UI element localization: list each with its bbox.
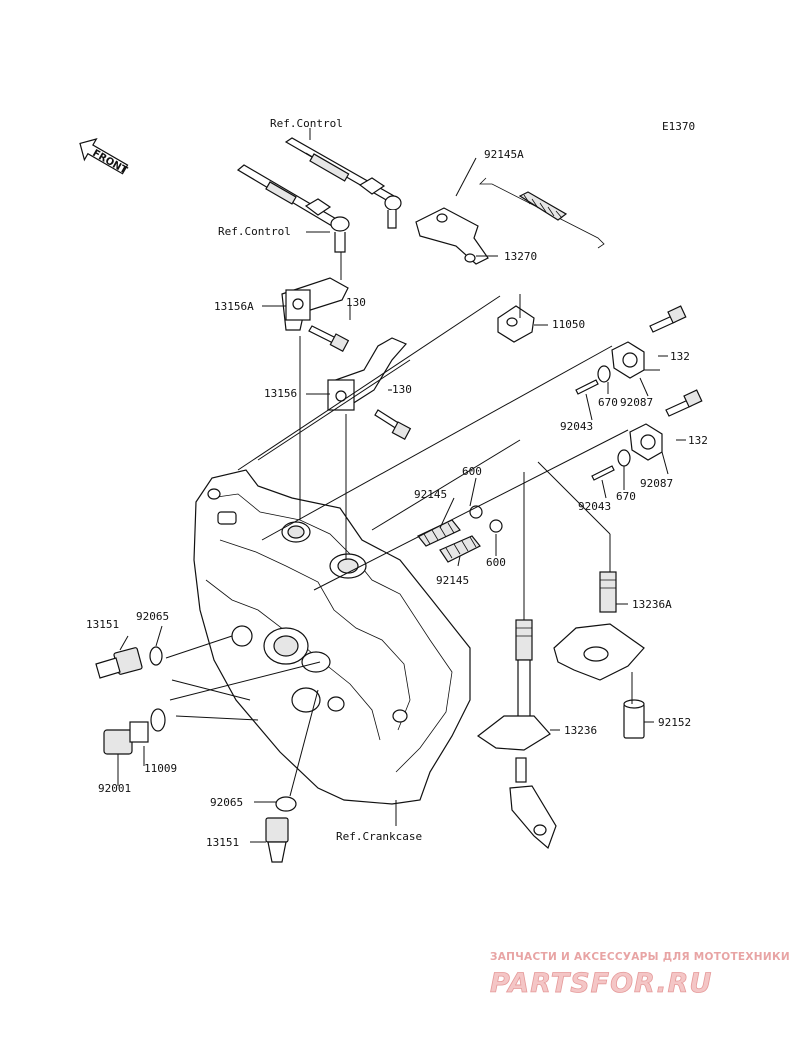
front-arrow-icon: FRONT [79, 138, 129, 177]
switch-13151-lower [265, 817, 289, 863]
part-labels: Ref.Control Ref.Control 92145A 13270 131… [86, 117, 708, 849]
shift-shaft-13236 [476, 619, 557, 850]
label-13151-a: 13151 [86, 618, 119, 631]
lever-13156A [281, 277, 349, 331]
label-92145-b: 92145 [436, 574, 469, 587]
label-92087-b: 92087 [640, 477, 673, 490]
label-ref-control-top: Ref.Control [270, 117, 343, 130]
balls-600 [469, 505, 503, 533]
label-ref-crankcase: Ref.Crankcase [336, 830, 422, 843]
control-cables [236, 137, 402, 280]
label-13270: 13270 [504, 250, 537, 263]
label-92065-a: 92065 [136, 610, 169, 623]
washer-92065-upper [149, 646, 163, 666]
label-92145-a: 92145 [414, 488, 447, 501]
pin-assembly-lower [591, 389, 703, 481]
bolt-92001 [103, 721, 149, 755]
watermark-tagline: ЗАПЧАСТИ И АКСЕССУАРЫ ДЛЯ МОТОТЕХНИКИ [490, 951, 790, 963]
label-132-b: 132 [688, 434, 708, 447]
label-13156: 13156 [264, 387, 297, 400]
label-92043-a: 92043 [560, 420, 593, 433]
shift-shaft-13236A [553, 571, 645, 739]
label-92065-b: 92065 [210, 796, 243, 809]
diagram-code: E1370 [662, 120, 695, 133]
label-670-a: 670 [598, 396, 618, 409]
bolt-130-b [374, 409, 412, 440]
spring-92145A [479, 177, 605, 249]
label-92145A: 92145A [484, 148, 524, 161]
label-600-a: 600 [462, 465, 482, 478]
switch-13151-upper [95, 647, 143, 679]
label-130-b: 130 [392, 383, 412, 396]
watermark: ЗАПЧАСТИ И АКСЕССУАРЫ ДЛЯ МОТОТЕХНИКИ PA… [490, 951, 790, 999]
label-92001: 92001 [98, 782, 131, 795]
washer-92065-lower [275, 796, 297, 812]
label-92043-b: 92043 [578, 500, 611, 513]
bolt-130-a [308, 325, 350, 352]
label-132-a: 132 [670, 350, 690, 363]
washer-11009 [150, 708, 166, 732]
label-13236: 13236 [564, 724, 597, 737]
label-11009: 11009 [144, 762, 177, 775]
watermark-brand: PARTSFOR.RU [490, 968, 712, 999]
label-13236A: 13236A [632, 598, 672, 611]
label-92152: 92152 [658, 716, 691, 729]
label-ref-control-mid: Ref.Control [218, 225, 291, 238]
label-670-b: 670 [616, 490, 636, 503]
label-600-b: 600 [486, 556, 506, 569]
label-13151-b: 13151 [206, 836, 239, 849]
bracket-13270 [415, 207, 489, 265]
crankcase [193, 469, 471, 805]
label-11050: 11050 [552, 318, 585, 331]
label-13156A: 13156A [214, 300, 254, 313]
label-130-a: 130 [346, 296, 366, 309]
springs-92145 [417, 519, 481, 563]
leader-lines [117, 128, 686, 843]
label-92087-a: 92087 [620, 396, 653, 409]
bracket-11050 [497, 305, 535, 343]
pin-assembly-upper [575, 305, 687, 395]
